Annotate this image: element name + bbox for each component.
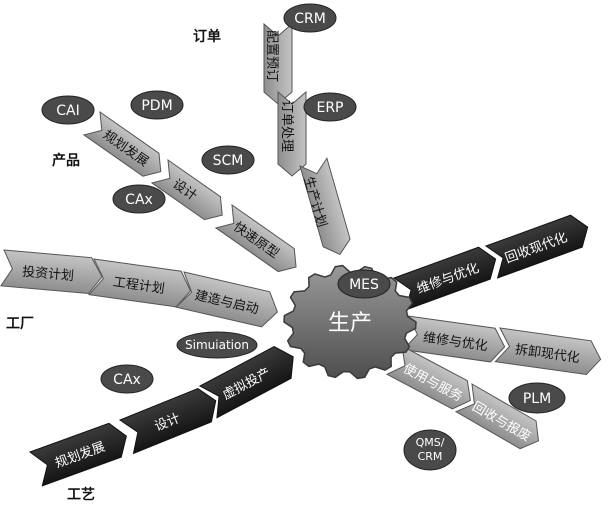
system-scm: SCM [201, 145, 255, 175]
spoke-upper-right: 维修与优化 回收现代化 [392, 214, 589, 311]
segment-label: 订单处理 [279, 100, 294, 152]
segment-use-and-service [385, 345, 471, 410]
system-label: PLM [523, 391, 551, 407]
system-cax-product: CAx [112, 184, 166, 214]
segment-recycle-and-scrap [454, 383, 540, 450]
segment-investment-plan [0, 249, 103, 295]
system-label: CRM [294, 11, 326, 27]
system-label: PDM [141, 98, 172, 114]
segment-process-design [118, 387, 217, 455]
system-label: ERP [316, 100, 343, 116]
spoke-factory: 投资计划 工程计划 建造与启动 [0, 249, 278, 328]
segment-label: 配置预订 [264, 30, 279, 82]
system-erp: ERP [303, 92, 357, 122]
segment-process-planning [28, 422, 127, 487]
segment-recycle-modernization [484, 214, 589, 279]
system-label-line2: CRM [418, 450, 443, 463]
system-label: MES [349, 277, 379, 293]
system-plm: PLM [508, 382, 566, 414]
segment-config-order [263, 22, 293, 105]
hub-label: 生产 [328, 311, 372, 336]
system-crm: CRM [283, 3, 337, 33]
segment-product-design [150, 158, 223, 221]
spoke-process: 规划发展 设计 虚拟投产 [28, 345, 294, 487]
segment-product-planning [82, 110, 162, 177]
segment-maintenance-optimization-2 [402, 315, 506, 363]
segment-rapid-prototype [214, 203, 297, 273]
spoke-right: 维修与优化 拆卸现代化 [402, 315, 602, 376]
system-label-line1: QMS/ [416, 436, 445, 449]
system-cai: CAI [41, 95, 95, 125]
segment-build-and-launch [174, 271, 278, 328]
system-pdm: PDM [130, 90, 184, 120]
spoke-order: 配置预订 订单处理 生产计划 [263, 22, 351, 256]
system-label: CAx [125, 192, 153, 208]
category-product-label: 产品 [52, 152, 80, 169]
system-simulation: Simuiation [176, 331, 258, 359]
spoke-lower-right: 使用与服务 回收与报废 [385, 345, 540, 450]
segment-maintenance-optimization [392, 246, 497, 311]
system-label: CAI [56, 103, 79, 119]
system-mes: MES [337, 269, 391, 299]
segment-virtual-commissioning [198, 345, 294, 419]
system-label: CAx [113, 372, 141, 388]
segment-label: 投资计划 [21, 264, 74, 284]
system-label: SCM [213, 153, 244, 169]
category-factory-label: 工厂 [6, 316, 34, 332]
segment-production-plan [299, 157, 351, 256]
system-qms-crm: QMS/ CRM [403, 429, 457, 471]
category-process-label: 工艺 [67, 486, 95, 503]
segment-disassembly-modernization [494, 327, 602, 376]
segment-order-processing [277, 90, 307, 177]
system-label: Simuiation [185, 338, 249, 352]
system-cax-process: CAx [100, 364, 154, 394]
category-order-label: 订单 [193, 28, 221, 45]
segment-label: 工程计划 [112, 275, 166, 297]
